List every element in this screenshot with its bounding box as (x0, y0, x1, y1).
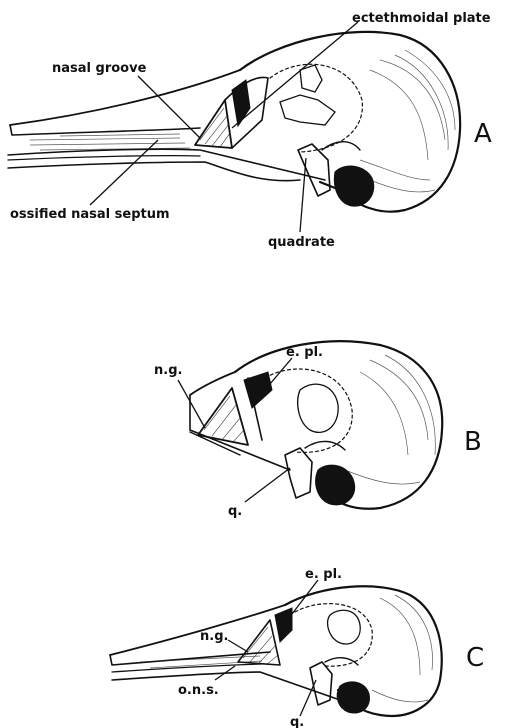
panel-letter-a: A (474, 119, 492, 149)
quadrate-leader-b (245, 468, 290, 502)
ectethmoidal-plate-leader-b (270, 358, 292, 384)
label-ossified-nasal-septum: ossified nasal septum (10, 207, 170, 222)
panel-letter-c: C (466, 643, 484, 673)
label-ectethmoidal-plate: ectethmoidal plate (352, 11, 491, 26)
label-q-c: q. (290, 715, 304, 728)
label-n-g-b: n.g. (154, 363, 182, 378)
label-q-b: q. (228, 504, 242, 519)
panel-a: ectethmoidal plate nasal groove ossified… (8, 11, 492, 250)
quadrate-leader (300, 158, 306, 232)
label-quadrate: quadrate (268, 235, 335, 250)
label-nasal-groove: nasal groove (52, 61, 147, 76)
skull-b-drawing (190, 341, 442, 509)
skull-a-drawing (8, 32, 460, 212)
label-o-n-s-c: o.n.s. (178, 683, 219, 698)
panel-letter-b: B (464, 427, 482, 457)
label-e-pl-c: e. pl. (305, 567, 342, 582)
quadrate-leader-c (300, 680, 316, 716)
label-n-g-c: n.g. (200, 629, 228, 644)
ectethmoidal-plate-leader-c (292, 580, 318, 614)
skull-c-drawing (110, 586, 442, 716)
panel-b: e. pl. n.g. q. B (154, 341, 482, 519)
nasal-groove-leader-c (228, 640, 248, 652)
label-e-pl-b: e. pl. (286, 345, 323, 360)
panel-c: e. pl. n.g. o.n.s. q. C (110, 567, 484, 728)
